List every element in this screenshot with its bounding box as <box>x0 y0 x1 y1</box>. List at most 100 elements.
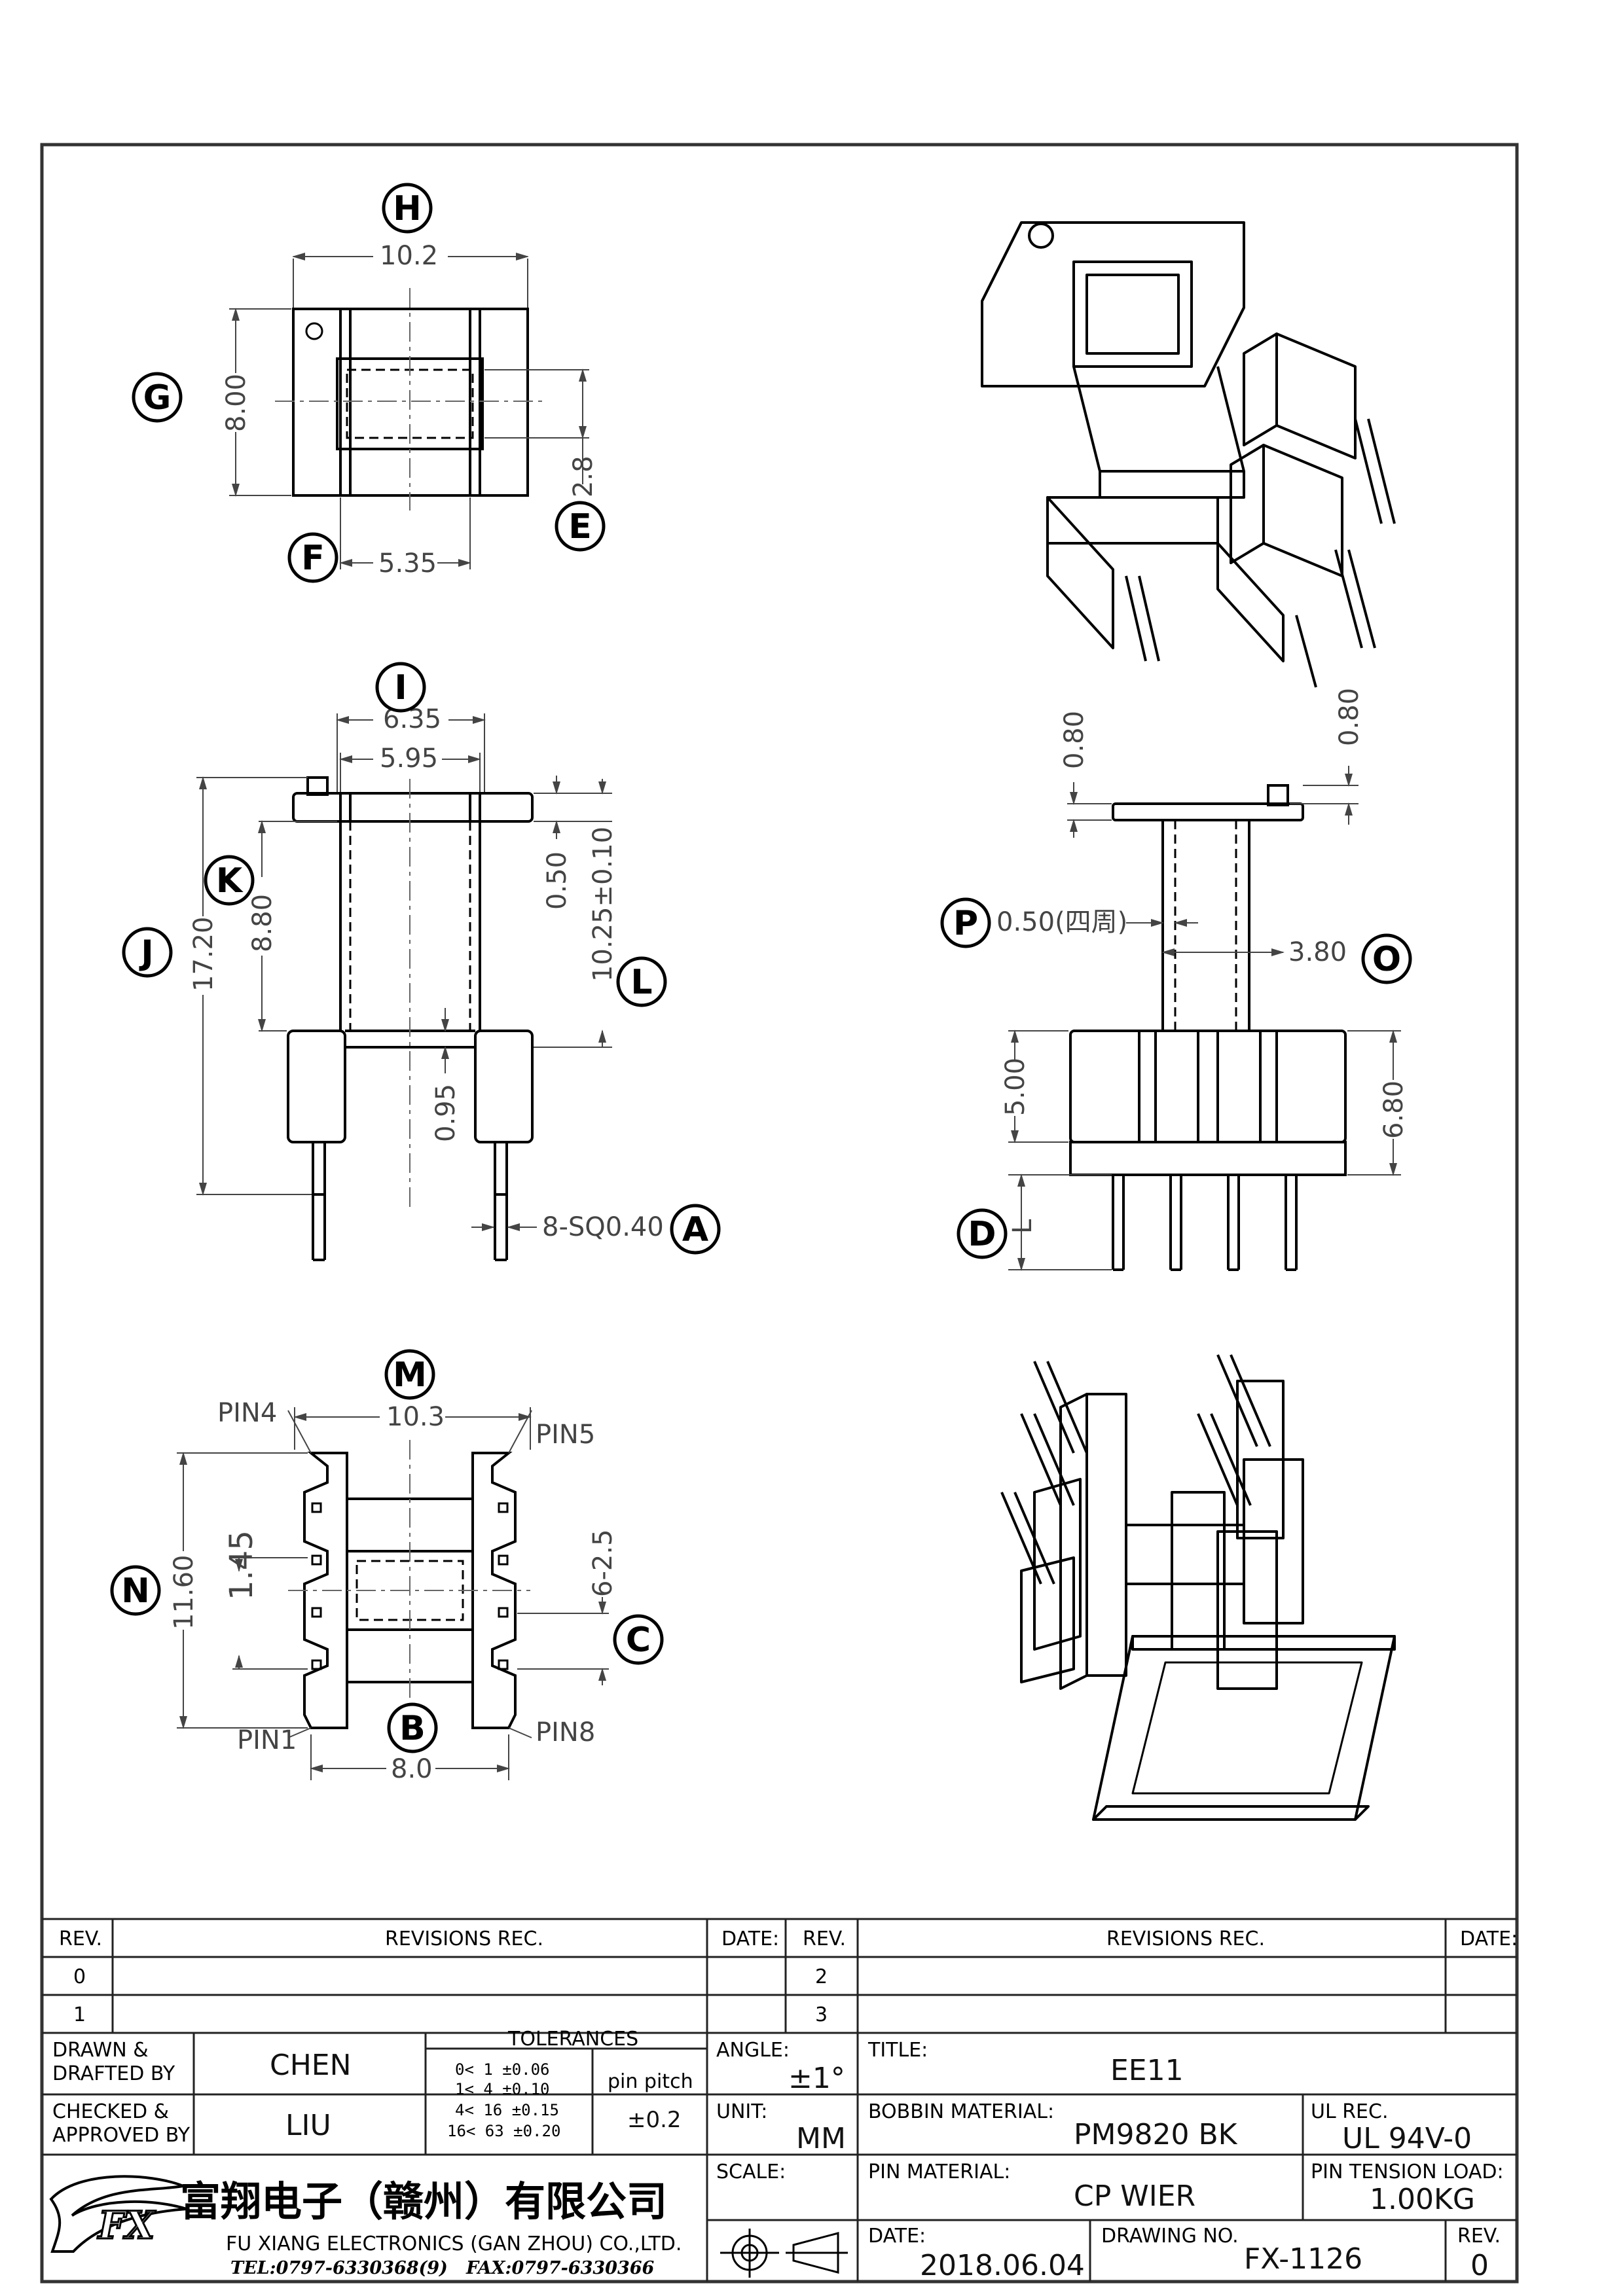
dim-O: 3.80 <box>1288 937 1347 967</box>
front-view-dims <box>196 713 612 1231</box>
side-view <box>1069 784 1347 1271</box>
svg-text:N: N <box>121 1571 150 1611</box>
dim-M: 10.3 <box>386 1402 445 1432</box>
svg-text:H: H <box>393 189 422 228</box>
company-logo: FX <box>49 2175 189 2253</box>
dim-L: 10.25±0.10 <box>588 827 618 982</box>
front-view <box>287 776 534 1261</box>
balloon-J: J <box>122 927 173 978</box>
rev-header-2: REV. <box>803 1928 846 1950</box>
dim-I-inner: 5.95 <box>380 744 438 774</box>
dim-F: 5.35 <box>378 548 437 579</box>
dim-pitch-v: 1.45 <box>223 1530 260 1600</box>
balloon-M: M <box>384 1349 435 1400</box>
rev-value: 0 <box>1470 2249 1489 2282</box>
dim-H: 10.2 <box>380 241 438 271</box>
svg-text:I: I <box>394 668 407 708</box>
bobbin-value: PM9820 BK <box>1074 2118 1238 2151</box>
revisions-header: REVISIONS REC. <box>385 1928 543 1950</box>
company-name-en: FU XIANG ELECTRONICS (GAN ZHOU) CO.,LTD. <box>226 2233 682 2255</box>
svg-text:F: F <box>301 539 325 578</box>
pin-material-value: CP WIER <box>1074 2179 1195 2213</box>
svg-text:C: C <box>626 1621 651 1660</box>
isometric-view-top <box>981 221 1396 688</box>
pin-pitch-label: pin pitch <box>608 2070 693 2093</box>
balloon-C: C <box>613 1614 664 1665</box>
balloon-N: N <box>110 1565 161 1616</box>
svg-text:E: E <box>568 507 592 547</box>
balloon-A: A <box>670 1204 721 1255</box>
projection-symbol <box>720 2229 848 2278</box>
rev-header: REV. <box>59 1928 102 1950</box>
scale-label: SCALE: <box>716 2161 786 2183</box>
dim-flange: 0.50 <box>542 852 572 910</box>
title-value: EE11 <box>1110 2054 1184 2087</box>
rev-row-2: 2 <box>815 1965 828 1988</box>
balloon-L: L <box>616 956 667 1007</box>
dim-C: 6-2.5 <box>588 1530 618 1598</box>
dim-gap: 0.95 <box>431 1084 461 1142</box>
dim-K: 8.80 <box>247 894 278 952</box>
svg-text:G: G <box>143 378 172 418</box>
svg-text:B: B <box>399 1709 426 1748</box>
company-fax: FAX:0797-6330366 <box>465 2258 655 2278</box>
unit-value: MM <box>796 2122 846 2155</box>
svg-text:L: L <box>630 963 652 1002</box>
pin-tension-label: PIN TENSION LOAD: <box>1311 2161 1504 2183</box>
dim-E: 2.8 <box>568 456 598 497</box>
dim-side-total: 6.80 <box>1379 1081 1409 1139</box>
tolerance-row-3: 4< 16 ±0.15 <box>455 2101 559 2119</box>
ul-value: UL 94V-0 <box>1342 2122 1472 2155</box>
side-view-dims <box>1008 766 1401 1271</box>
top-view-dims <box>229 253 589 569</box>
balloon-D: D <box>957 1208 1008 1259</box>
balloon-F: F <box>287 532 338 583</box>
balloon-I: I <box>375 662 426 713</box>
date-value: 2018.06.04 <box>920 2249 1085 2282</box>
balloon-P: P <box>940 897 991 948</box>
date-header: DATE: <box>721 1928 779 1950</box>
svg-text:M: M <box>393 1355 427 1395</box>
pin-material-label: PIN MATERIAL: <box>868 2161 1010 2183</box>
bottom-view <box>288 1440 530 1741</box>
balloon-H: H <box>382 183 433 234</box>
svg-text:O: O <box>1372 940 1401 979</box>
bobbin-label: BOBBIN MATERIAL: <box>868 2100 1054 2123</box>
pin8-label: PIN8 <box>536 1717 595 1748</box>
dim-D: L <box>1008 1219 1038 1234</box>
date-label: DATE: <box>868 2225 926 2248</box>
rev-row-3: 3 <box>815 2003 828 2026</box>
dim-side-right-top: 0.80 <box>1334 688 1364 746</box>
checked-label: CHECKED &APPROVED BY <box>52 2100 191 2147</box>
svg-text:D: D <box>968 1215 996 1254</box>
balloon-K: K <box>204 855 255 906</box>
title-label: TITLE: <box>867 2039 928 2062</box>
dim-J: 17.20 <box>189 916 219 992</box>
drawing-no-value: FX-1126 <box>1244 2242 1362 2276</box>
dim-side-base: 5.00 <box>1000 1058 1030 1116</box>
dim-A: 8-SQ0.40 <box>542 1212 664 1242</box>
isometric-view-bottom <box>1000 1354 1396 1821</box>
pin5-label: PIN5 <box>536 1420 595 1450</box>
unit-label: UNIT: <box>716 2100 767 2123</box>
sheet-border <box>40 143 1519 2284</box>
tolerances-label: TOLERANCES <box>507 2028 638 2051</box>
pin4-label: PIN4 <box>217 1398 277 1428</box>
svg-text:P: P <box>953 904 978 943</box>
ul-label: UL REC. <box>1311 2100 1389 2123</box>
dim-G: 8.00 <box>221 374 251 432</box>
pin-tension-value: 1.00KG <box>1370 2183 1475 2216</box>
title-block <box>42 1918 1517 2282</box>
balloon-E: E <box>555 501 606 552</box>
balloon-G: G <box>132 372 183 423</box>
tolerance-row-4: 16< 63 ±0.20 <box>447 2122 560 2140</box>
rev-row-1: 1 <box>73 2003 86 2026</box>
pin1-label: PIN1 <box>237 1725 297 1755</box>
company-tel: TEL:0797-6330368(9) <box>230 2258 448 2278</box>
angle-value: ±1° <box>788 2062 845 2095</box>
drawing-no-label: DRAWING NO. <box>1101 2225 1239 2248</box>
company-name-cn: 富翔电子（赣州）有限公司 <box>180 2178 667 2225</box>
checked-by: LIU <box>285 2109 331 2142</box>
svg-text:A: A <box>682 1210 708 1249</box>
